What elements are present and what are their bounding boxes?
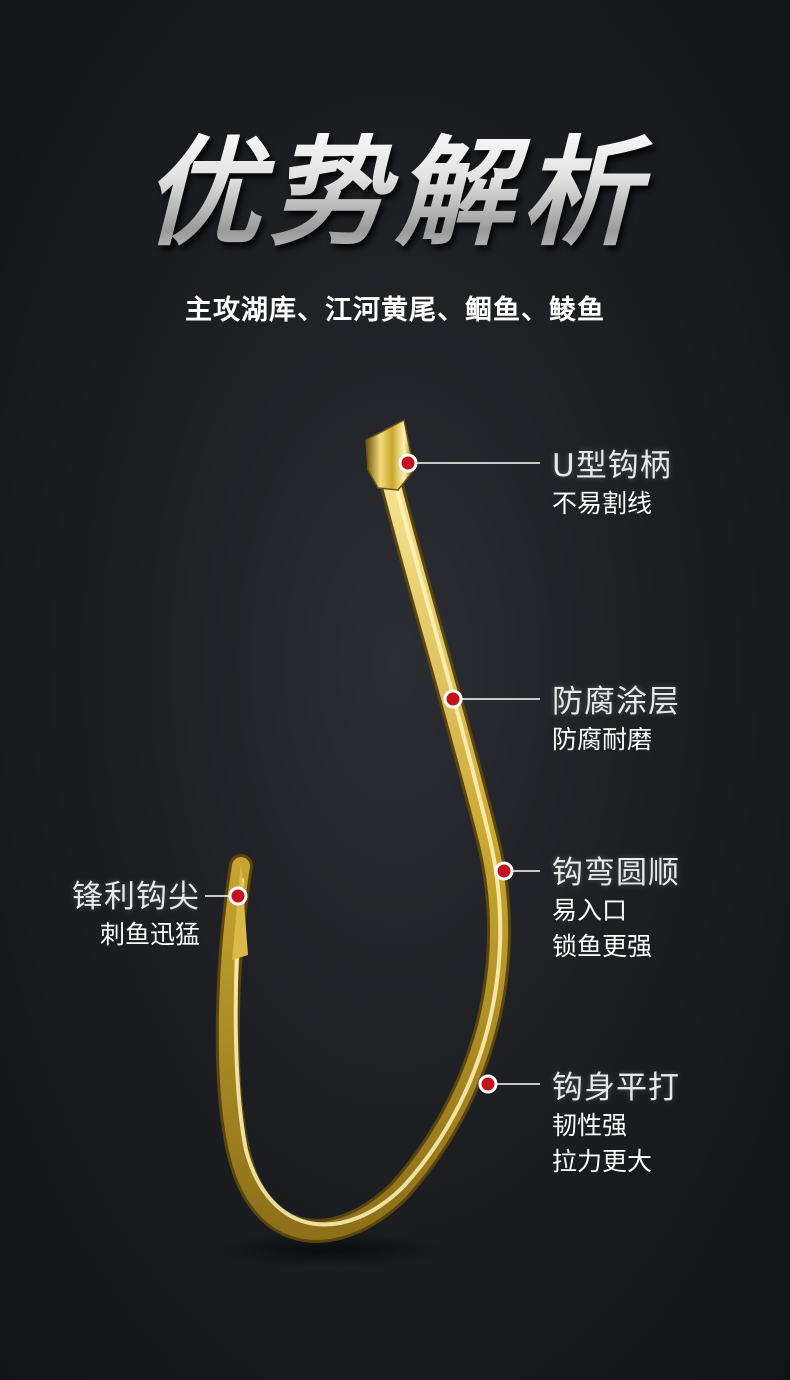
callout-coating: 防腐涂层 防腐耐磨	[552, 682, 680, 758]
marker-body	[478, 1074, 498, 1094]
callout-title: 防腐涂层	[552, 684, 680, 720]
callout-line: 韧性强	[552, 1111, 628, 1140]
callout-title: 钩弯圆顺	[552, 855, 680, 891]
page-subtitle: 主攻湖库、江河黄尾、鲴鱼、鲮鱼	[185, 295, 605, 326]
callout-title: 钩身平打	[552, 1070, 680, 1106]
callout-u-shank: U型钩柄 不易割线	[552, 446, 672, 522]
page-title: 优势解析	[0, 118, 790, 268]
callout-body: 钩身平打 韧性强 拉力更大	[552, 1068, 680, 1180]
callout-line: 锁鱼更强	[552, 932, 653, 961]
marker-bend	[494, 861, 514, 881]
marker-u-shank	[398, 453, 418, 473]
callout-title: U型钩柄	[552, 448, 672, 484]
hook-point	[232, 862, 248, 960]
callout-line: 刺鱼迅猛	[99, 920, 200, 949]
callout-bend: 钩弯圆顺 易入口 锁鱼更强	[552, 853, 680, 965]
hook-shank-head	[365, 418, 415, 491]
marker-coating	[443, 689, 463, 709]
callout-line: 拉力更大	[552, 1147, 653, 1176]
callout-point: 锋利钩尖 刺鱼迅猛	[72, 877, 200, 953]
callout-title: 锋利钩尖	[72, 879, 200, 915]
callout-line: 不易割线	[552, 489, 653, 518]
marker-point	[228, 886, 248, 906]
callout-line: 易入口	[552, 896, 628, 925]
callout-line: 防腐耐磨	[552, 725, 653, 754]
